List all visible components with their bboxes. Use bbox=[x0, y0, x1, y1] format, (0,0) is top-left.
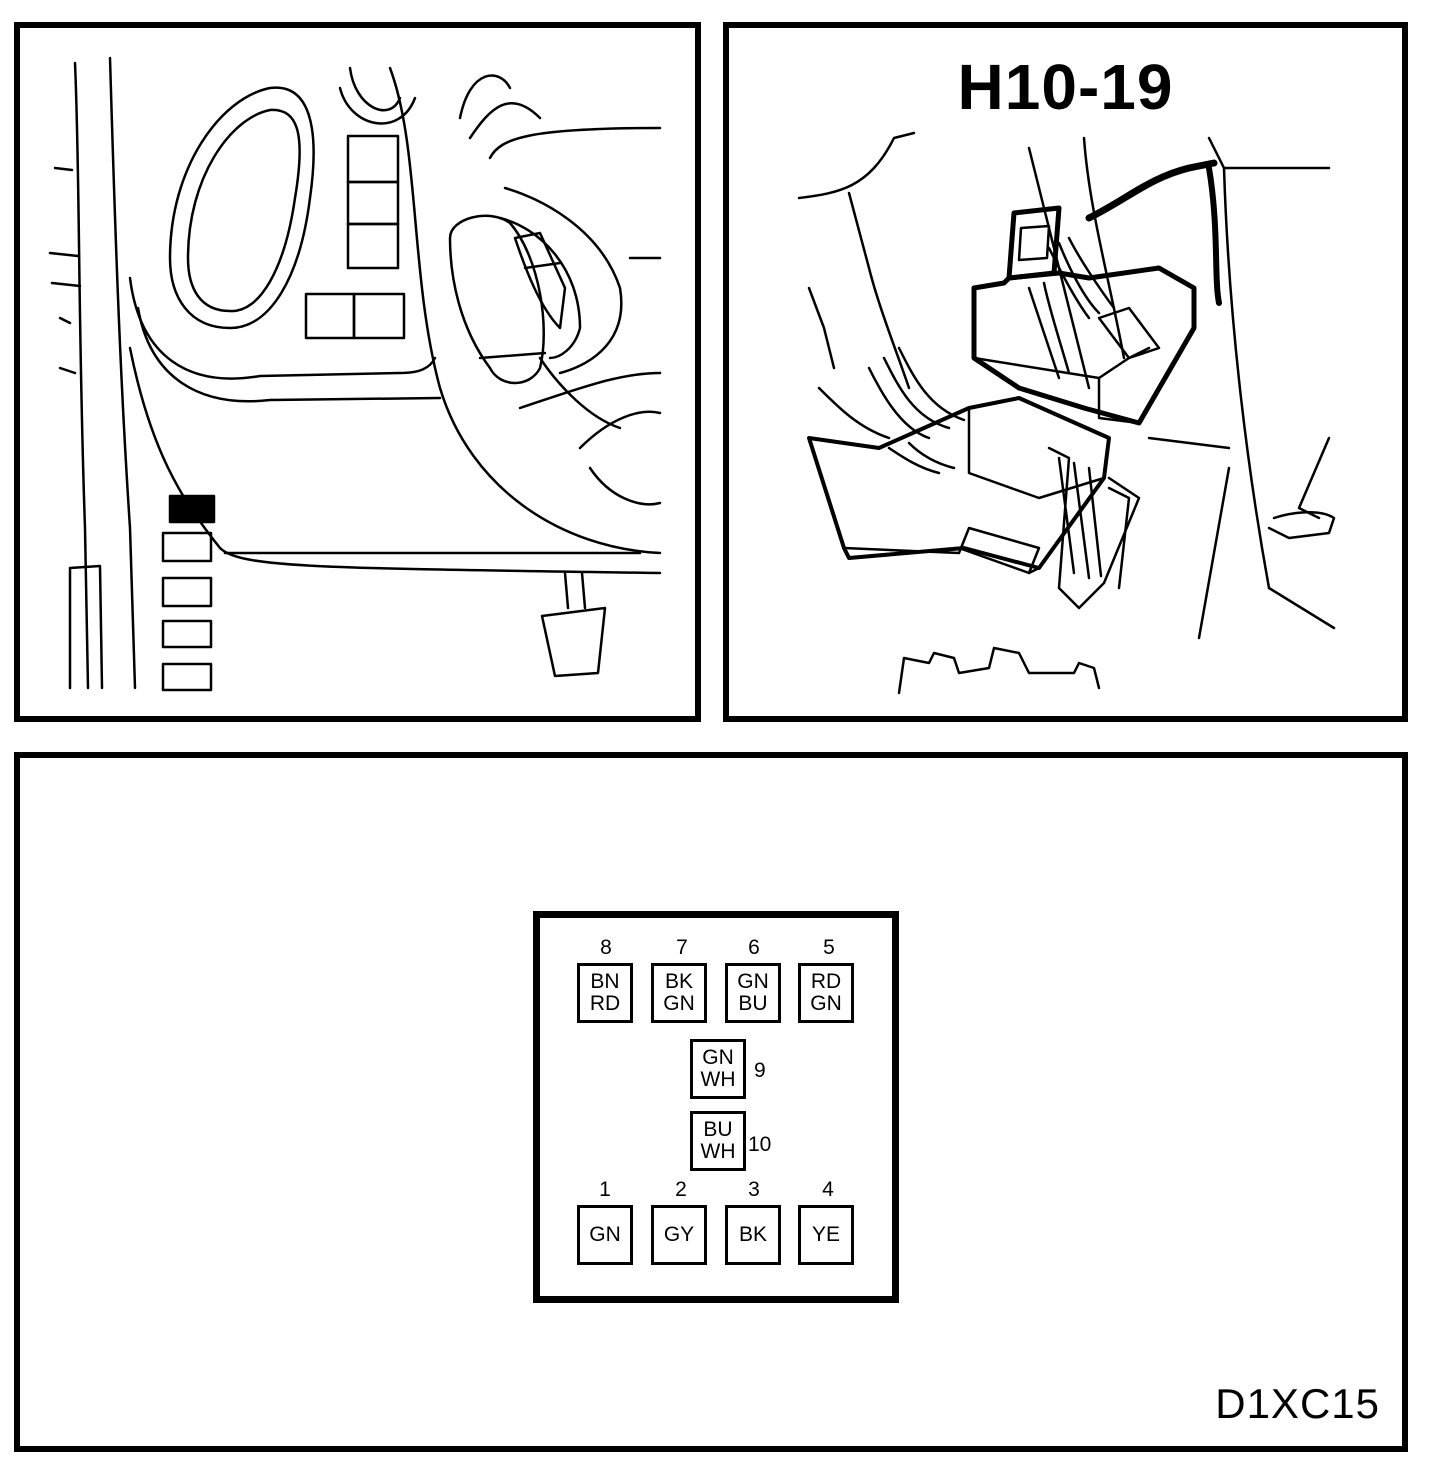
connector-code: H10-19 bbox=[957, 51, 1174, 123]
pin-5-wire-color-2: GN bbox=[810, 992, 842, 1015]
pin-number-3: 3 bbox=[748, 1178, 760, 1201]
pin-3-wire-color: BK bbox=[738, 1223, 767, 1246]
pin-6-cavity: GN BU bbox=[725, 963, 781, 1023]
pin-number-4: 4 bbox=[822, 1178, 834, 1201]
pin-3-cavity: BK bbox=[725, 1205, 781, 1265]
pin-5-cavity: RD GN bbox=[798, 963, 854, 1023]
pin-2-wire-color: GY bbox=[663, 1223, 695, 1246]
pin-10-cavity: BU WH bbox=[690, 1111, 746, 1171]
pin-number-2: 2 bbox=[675, 1178, 687, 1201]
pin-9-wire-color-2: WH bbox=[700, 1068, 736, 1091]
pin-7-cavity: BK GN bbox=[651, 963, 707, 1023]
pinout-panel: 8 7 6 5 BN RD BK GN GN BU RD GN GN WH 9 … bbox=[14, 752, 1408, 1452]
pin-number-5: 5 bbox=[823, 936, 835, 959]
connector-harness-drawing bbox=[797, 131, 1336, 695]
pin-2-cavity: GY bbox=[651, 1205, 707, 1265]
pin-1-wire-color: GN bbox=[589, 1223, 621, 1246]
pin-7-wire-color-1: BK bbox=[664, 970, 693, 993]
pin-5-wire-color-1: RD bbox=[810, 970, 842, 993]
pin-10-wire-color-1: BU bbox=[703, 1118, 733, 1141]
connector-view-panel: H10-19 bbox=[723, 22, 1408, 722]
pin-9-cavity: GN WH bbox=[690, 1039, 746, 1099]
pin-number-8: 8 bbox=[600, 936, 612, 959]
pin-8-wire-color-2: RD bbox=[589, 992, 621, 1015]
pin-6-wire-color-1: GN bbox=[737, 970, 769, 993]
pin-9-wire-color-1: GN bbox=[702, 1046, 734, 1069]
pin-4-wire-color: YE bbox=[811, 1223, 840, 1246]
pin-number-10: 10 bbox=[748, 1133, 772, 1156]
diagram-id: D1XC15 bbox=[1215, 1380, 1380, 1427]
pin-number-1: 1 bbox=[599, 1178, 611, 1201]
pin-6-wire-color-2: BU bbox=[738, 992, 768, 1015]
pin-number-7: 7 bbox=[676, 936, 688, 959]
pin-number-9: 9 bbox=[754, 1059, 766, 1082]
dashboard-location-drawing bbox=[48, 56, 662, 692]
pin-8-cavity: BN RD bbox=[577, 963, 633, 1023]
pin-7-wire-color-2: GN bbox=[663, 992, 695, 1015]
location-view-panel bbox=[14, 22, 701, 722]
pin-number-6: 6 bbox=[748, 936, 760, 959]
pin-8-wire-color-1: BN bbox=[590, 970, 620, 993]
pin-4-cavity: YE bbox=[798, 1205, 854, 1265]
pin-1-cavity: GN bbox=[577, 1205, 633, 1265]
pin-10-wire-color-2: WH bbox=[700, 1140, 736, 1163]
connector-face: 8 7 6 5 BN RD BK GN GN BU RD GN GN WH 9 … bbox=[533, 911, 899, 1303]
